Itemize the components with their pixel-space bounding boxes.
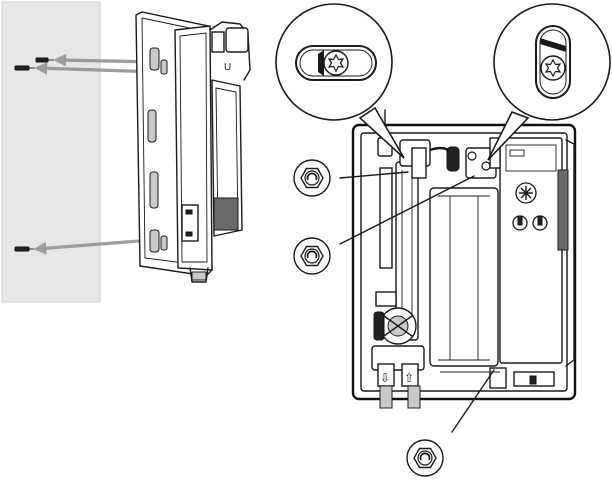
arrow-icon: [33, 238, 153, 255]
torx-screw-icon: [323, 50, 349, 76]
eccentric-adjuster-callout-right: [493, 3, 611, 121]
callout-leaders: [339, 106, 530, 433]
screw-icon: [14, 246, 35, 252]
screw-icon: [35, 57, 54, 63]
torx-screw-icon: [540, 55, 566, 81]
screw-icon: [14, 65, 35, 71]
water-heater-side-view: U: [135, 11, 251, 283]
wall-screws: [14, 57, 54, 252]
wall: [1, 1, 101, 303]
water-heater-front-view: ⇩ ⇧: [351, 109, 577, 409]
side-label: U: [224, 62, 231, 73]
hex-nut-icon: [293, 159, 331, 197]
valve-symbol: ⇧: [404, 371, 414, 385]
nut-callout-middle: [293, 237, 331, 275]
nut-callout-bottom: [406, 439, 444, 477]
hex-nut-icon: [406, 439, 444, 477]
eccentric-adjuster-callout-left: [275, 3, 393, 121]
hex-nut-icon: [293, 237, 331, 275]
nut-callout-upper: [293, 159, 331, 197]
valve-symbol: ⇩: [380, 371, 390, 385]
